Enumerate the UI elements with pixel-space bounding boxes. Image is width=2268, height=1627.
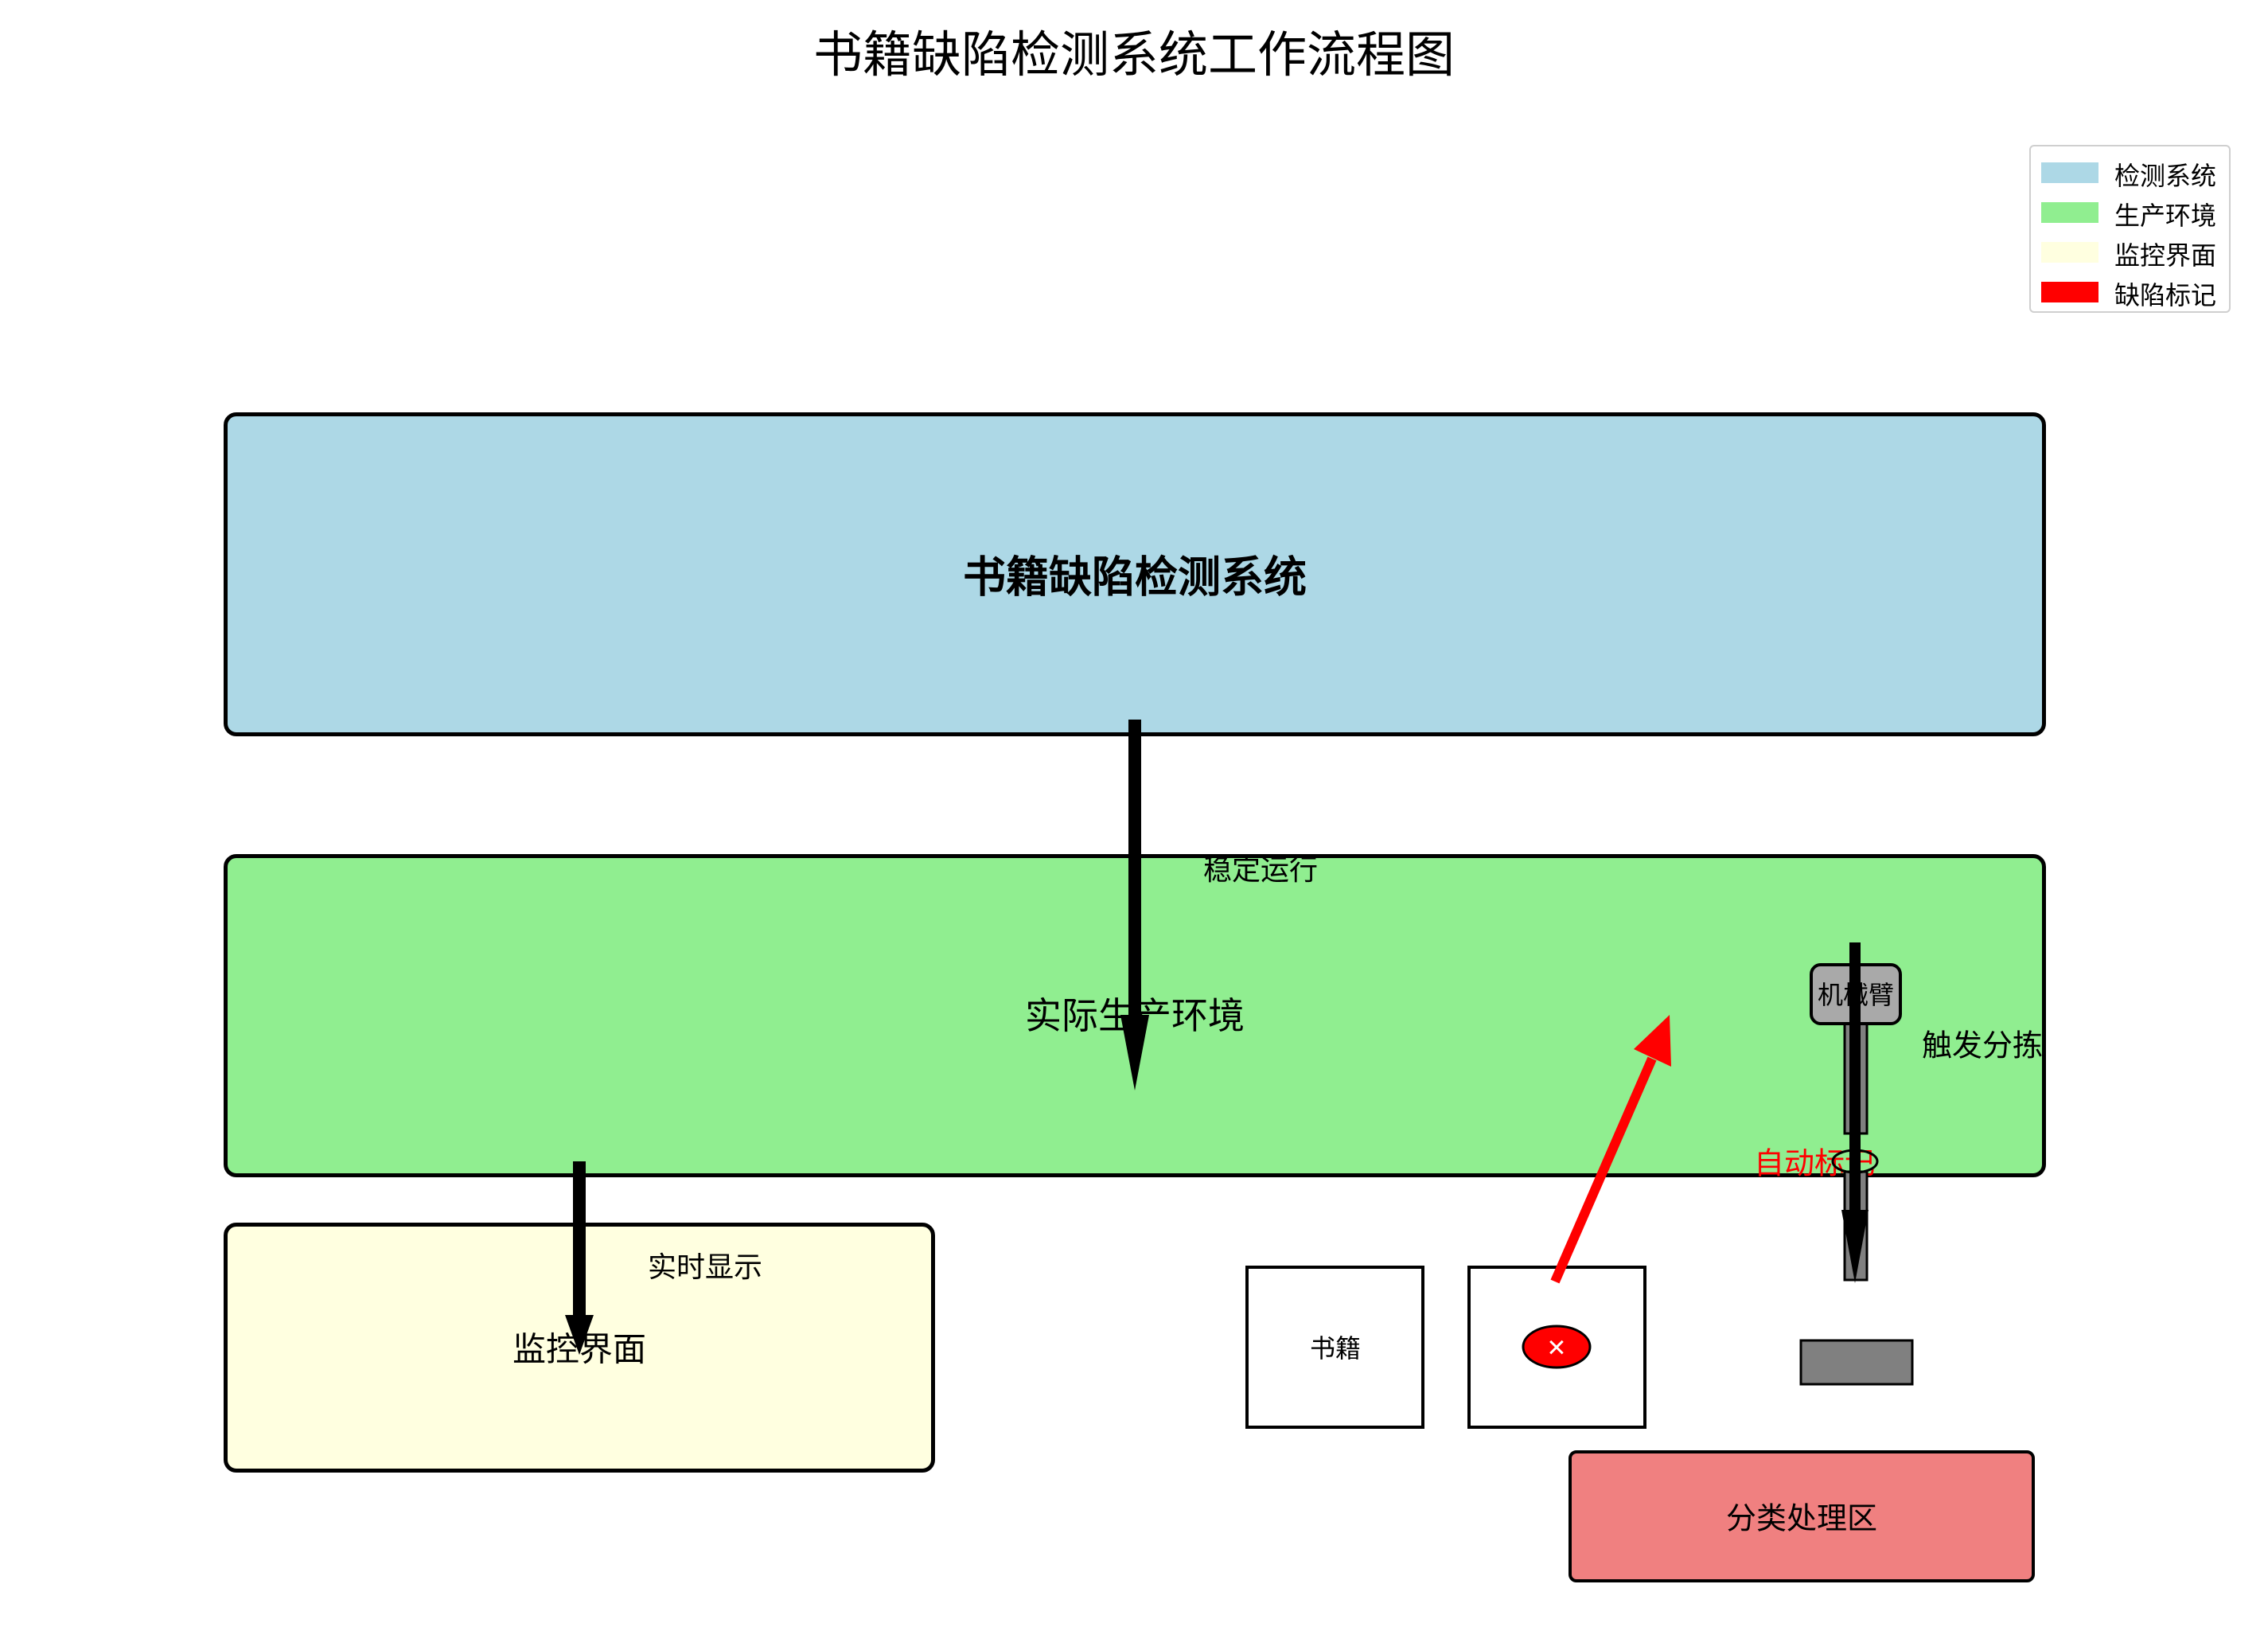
robot-arm <box>1799 942 1914 1386</box>
defect-mark-arrow <box>1550 1015 1671 1284</box>
diagram-title: 书籍缺陷检测系统工作流程图 <box>813 25 1455 84</box>
legend-label: 缺陷标记 <box>2114 280 2217 310</box>
legend-item-defect: 缺陷标记 <box>2031 271 2229 310</box>
legend-item-production: 生产环境 <box>2031 191 2229 231</box>
legend-label: 检测系统 <box>2114 161 2217 191</box>
detection-system-label: 书籍缺陷检测系统 <box>963 552 1307 603</box>
sorting-area-label: 分类处理区 <box>1725 1500 1878 1536</box>
legend-label: 监控界面 <box>2114 240 2217 271</box>
detection-system-box <box>224 412 2046 736</box>
legend-item-monitor: 监控界面 <box>2031 231 2229 271</box>
book-normal <box>1245 1266 1424 1429</box>
defect-mark <box>1522 1325 1592 1369</box>
flow-arrow-detection-to-production <box>1120 720 1149 1091</box>
legend-item-detection: 检测系统 <box>2031 151 2229 191</box>
stable-run-annotation: 稳定运行 <box>1202 854 1319 887</box>
robot-arm-label: 机械臂 <box>1817 980 1895 1010</box>
flow-arrow-production-to-monitor <box>565 1161 594 1355</box>
realtime-display-annotation: 实时显示 <box>647 1251 763 1284</box>
sorting-area-box <box>1569 1450 2035 1582</box>
legend-swatch <box>2041 282 2098 302</box>
book-normal-label: 书籍 <box>1309 1333 1362 1364</box>
legend-label: 生产环境 <box>2114 201 2217 231</box>
trigger-sort-annotation: 触发分拣 <box>1921 1028 2044 1063</box>
legend: 检测系统 生产环境 监控界面 缺陷标记 <box>2029 145 2231 313</box>
legend-swatch <box>2041 202 2098 223</box>
defect-mark-icon: ✕ <box>1546 1334 1567 1363</box>
legend-swatch <box>2041 162 2098 183</box>
legend-swatch <box>2041 242 2098 263</box>
